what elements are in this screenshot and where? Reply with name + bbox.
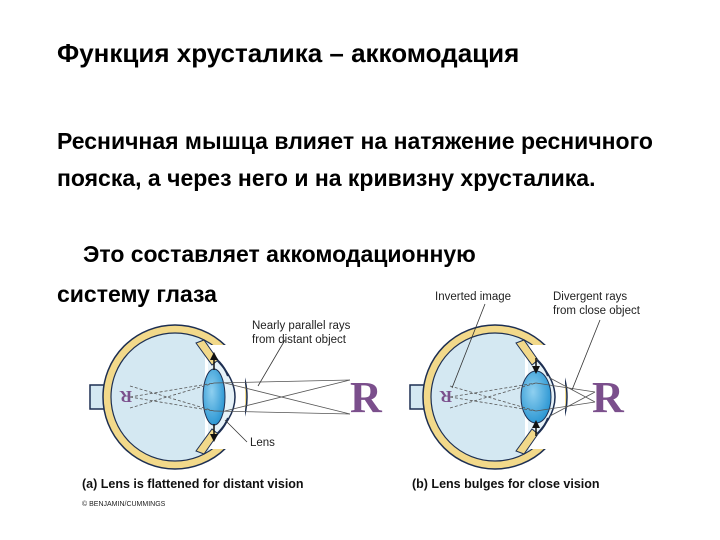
eye-close-vision: R R <box>409 303 625 470</box>
system-paragraph: Это составляет аккомодационную систему г… <box>57 234 657 314</box>
eye-distant-vision: R R <box>89 324 383 470</box>
inverted-image-letter-b: R <box>439 387 452 406</box>
description-paragraph: Ресничная мышца влияет на натяжение ресн… <box>57 128 653 191</box>
label-divergent-rays-line1: Divergent rays <box>553 291 627 303</box>
label-parallel-rays-line1: Nearly parallel rays <box>252 320 351 332</box>
page-title: Функция хрусталика – аккомодация <box>57 38 520 68</box>
label-inverted-image: Inverted image <box>435 291 511 303</box>
label-lens: Lens <box>250 437 275 449</box>
object-letter-b: R <box>592 373 625 422</box>
label-divergent-rays-line2: from close object <box>553 305 641 317</box>
label-parallel-rays-line2: from distant object <box>252 334 347 346</box>
copyright-text: © BENJAMIN/CUMMINGS <box>82 500 166 508</box>
caption-a: (a) Lens is flattened for distant vision <box>82 477 304 491</box>
system-paragraph-line2: систему глаза <box>57 281 217 307</box>
caption-b: (b) Lens bulges for close vision <box>412 477 600 491</box>
object-letter-a: R <box>350 373 383 422</box>
system-paragraph-line1: Это составляет аккомодационную <box>83 241 476 267</box>
inverted-image-letter-a: R <box>119 387 132 406</box>
